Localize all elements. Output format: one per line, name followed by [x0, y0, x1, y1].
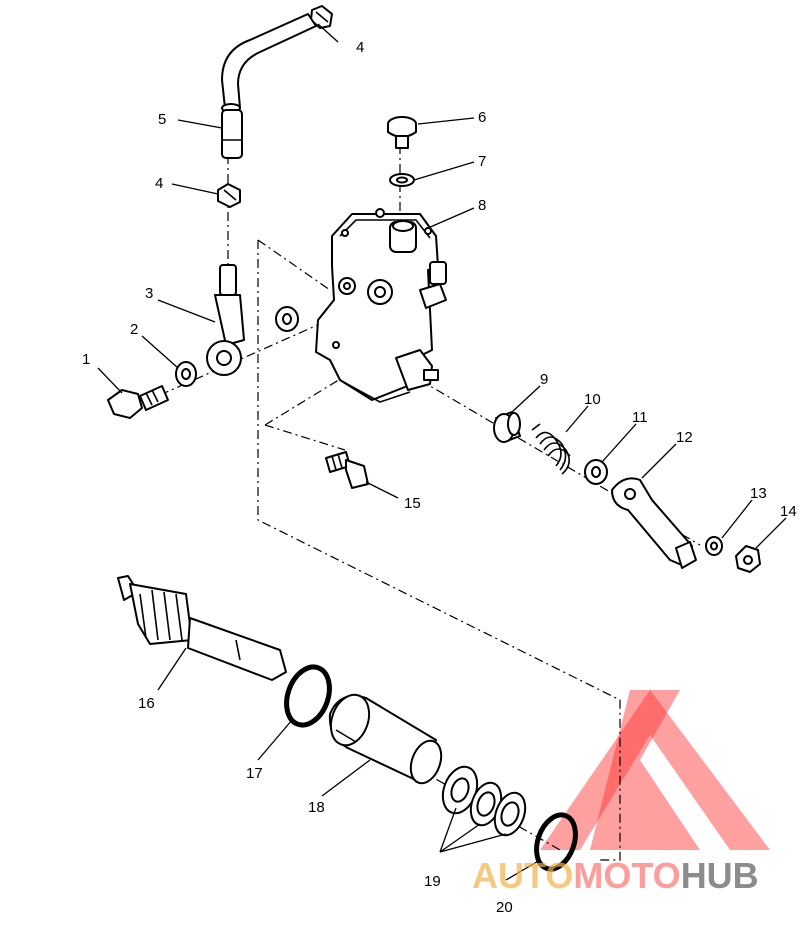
bleeder-screw: [387, 116, 417, 149]
watermark-hub: HUB: [681, 855, 759, 896]
oil-pump-body: [315, 208, 447, 403]
pump-control-lever: [611, 477, 697, 569]
shim-washers: [441, 765, 527, 837]
thrust-washer: [584, 459, 608, 485]
hose-connector-tube: [221, 109, 243, 159]
hose-clamp-top: [310, 5, 333, 29]
lever-nut: [735, 545, 761, 573]
callout-11: 11: [632, 409, 648, 426]
callout-8: 8: [478, 197, 486, 214]
o-ring-20: [534, 812, 578, 872]
svg-text:AUTOMOTOHUB: AUTOMOTOHUB: [472, 855, 759, 896]
sealing-washer-2: [175, 361, 197, 387]
callout-20: 20: [496, 899, 513, 916]
banjo-bolt: [107, 385, 169, 419]
callout-13: 13: [750, 485, 767, 502]
sealing-washer-pump: [275, 306, 299, 332]
lever-washer: [705, 536, 723, 556]
callout-3: 3: [145, 285, 153, 302]
callout-18: 18: [308, 799, 325, 816]
bleeder-washer: [389, 173, 415, 187]
banjo-fitting: [206, 264, 245, 376]
watermark-text: AUTOMOTOHUB: [472, 855, 759, 896]
callout-17: 17: [246, 765, 263, 782]
watermark-logo: [540, 690, 770, 850]
callout-4-lower: 4: [155, 175, 163, 192]
callout-16: 16: [138, 695, 155, 712]
callout-5: 5: [158, 111, 166, 128]
spacer-bushing: [493, 411, 521, 443]
callout-9: 9: [540, 371, 548, 388]
hose-clamp-lower: [217, 183, 241, 208]
callout-1: 1: [82, 351, 90, 368]
return-spring: [531, 423, 571, 475]
callout-7: 7: [478, 153, 486, 170]
callout-labels: 1 2 3 4 5 4 6 7 8 9 10 11 12 13 14 15 16…: [82, 39, 797, 916]
o-ring-17: [284, 664, 332, 728]
leader-lines: [97, 23, 787, 881]
watermark-moto: MOTO: [573, 855, 680, 896]
callout-10: 10: [584, 391, 601, 408]
callout-6: 6: [478, 109, 486, 126]
callout-2: 2: [130, 321, 138, 338]
drive-gear-shaft: [117, 575, 287, 681]
callout-12: 12: [676, 429, 693, 446]
shaft-bushing: [328, 693, 443, 785]
callout-14: 14: [780, 503, 797, 520]
pump-mounting-bolt: [325, 451, 369, 489]
callout-4: 4: [356, 39, 364, 56]
callout-19: 19: [424, 873, 441, 890]
watermark-auto: AUTO: [472, 855, 573, 896]
breather-hose: [221, 13, 317, 113]
callout-15: 15: [404, 495, 421, 512]
